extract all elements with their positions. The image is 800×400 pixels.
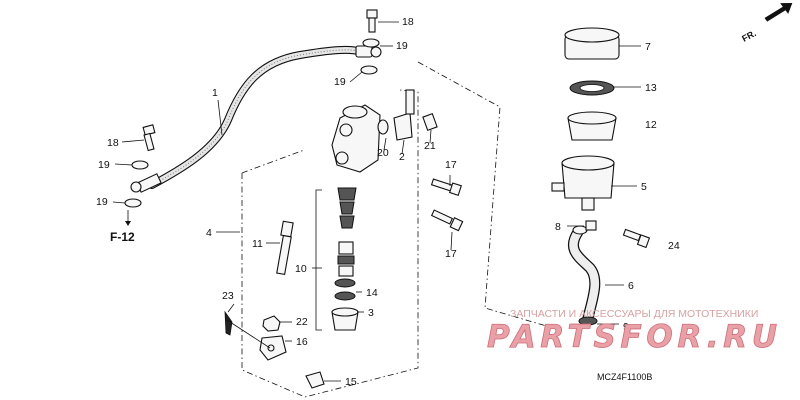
callout-7: 7 bbox=[645, 41, 651, 53]
callout-22: 22 bbox=[296, 316, 308, 328]
callout-5: 5 bbox=[641, 181, 647, 193]
watermark-tagline: ЗАПЧАСТИ И АКСЕССУАРЫ ДЛЯ МОТОТЕХНИКИ bbox=[510, 308, 758, 320]
reservoir-assembly bbox=[551, 27, 620, 211]
callout-21: 21 bbox=[424, 140, 436, 152]
callout-11: 11 bbox=[252, 238, 263, 250]
front-direction-arrow: FR. bbox=[740, 2, 793, 44]
brake-hose bbox=[130, 45, 382, 193]
callout-16: 16 bbox=[296, 336, 308, 348]
callout-19: 19 bbox=[334, 76, 346, 88]
callout-4: 4 bbox=[206, 227, 212, 239]
callout-19: 19 bbox=[98, 159, 110, 171]
callout-3: 3 bbox=[368, 307, 374, 319]
lower-joint-parts bbox=[224, 310, 325, 389]
callout-18: 18 bbox=[402, 16, 414, 28]
watermark-logo: PARTSFOR.RU bbox=[487, 319, 777, 355]
callout-20: 20 bbox=[377, 147, 389, 159]
callout-15: 15 bbox=[345, 376, 357, 388]
push-rod bbox=[276, 220, 294, 276]
callout-14: 14 bbox=[366, 287, 378, 299]
callout-9: 9 bbox=[623, 321, 629, 333]
callout-10: 10 bbox=[295, 263, 307, 275]
upper-banjo-bolt bbox=[360, 9, 380, 75]
callout-17: 17 bbox=[445, 248, 457, 260]
master-cylinder-body bbox=[331, 89, 438, 173]
page-reference: F-12 bbox=[110, 230, 135, 244]
callout-13: 13 bbox=[645, 82, 657, 94]
drawing-code: MCZ4F1100B bbox=[597, 372, 652, 382]
callout-23: 23 bbox=[222, 290, 234, 302]
callout-6: 6 bbox=[628, 280, 634, 292]
callout-8: 8 bbox=[555, 221, 561, 233]
callout-24: 24 bbox=[668, 240, 680, 252]
callout-labels: 18 19 19 1 18 19 19 20 2 21 17 17 4 11 10 14 3 23 22 16 15 7 1… bbox=[96, 16, 680, 388]
direction-label: FR. bbox=[740, 28, 757, 44]
lower-banjo-bolt bbox=[124, 124, 156, 208]
site-watermark: ЗАПЧАСТИ И АКСЕССУАРЫ ДЛЯ МОТОТЕХНИКИ PA… bbox=[487, 308, 778, 355]
callout-1: 1 bbox=[212, 87, 218, 99]
leader-lines bbox=[112, 21, 641, 382]
piston-set bbox=[315, 187, 359, 331]
mounting-bolts bbox=[430, 178, 651, 249]
callout-18: 18 bbox=[107, 137, 119, 149]
callout-2: 2 bbox=[399, 151, 405, 163]
callout-19: 19 bbox=[96, 196, 108, 208]
callout-19: 19 bbox=[396, 40, 408, 52]
assembly-outline bbox=[241, 61, 561, 398]
callout-17: 17 bbox=[445, 159, 457, 171]
callout-12: 12 bbox=[645, 119, 657, 131]
